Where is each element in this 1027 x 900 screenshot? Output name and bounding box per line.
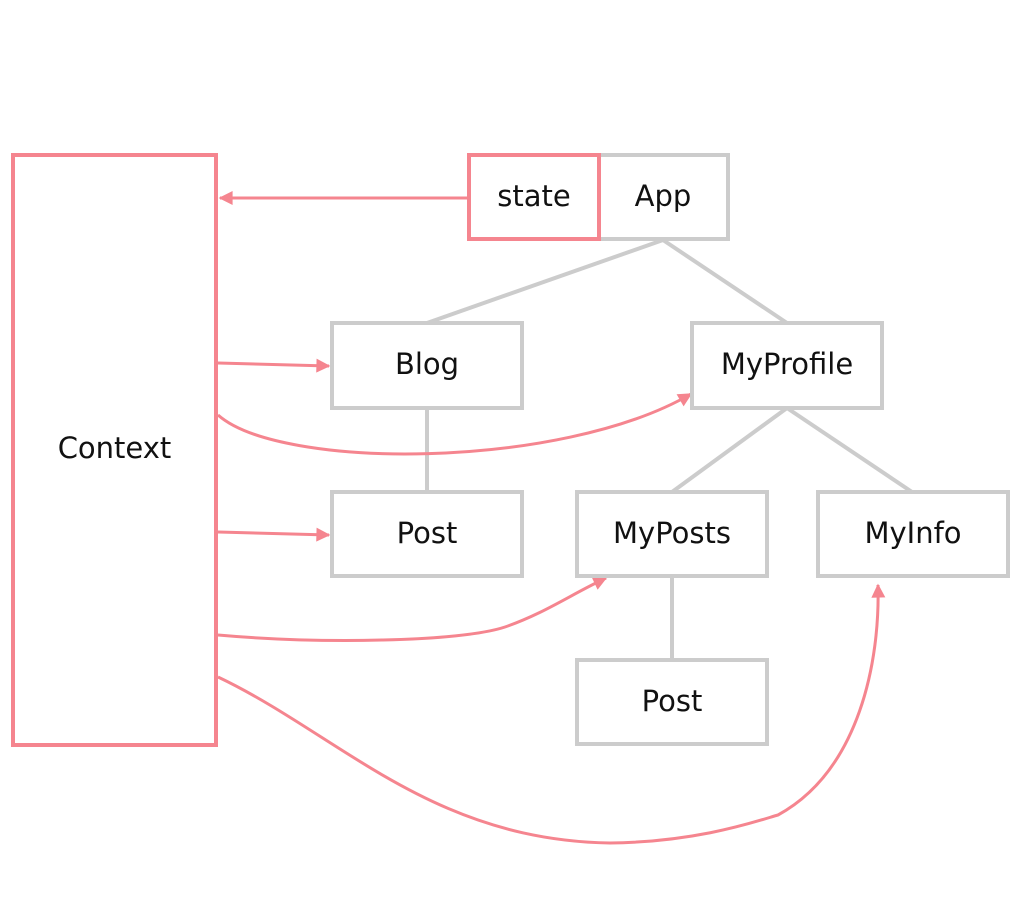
edge-app-myprofile xyxy=(661,238,789,325)
myprofile-node: MyProfile xyxy=(690,321,884,410)
context-label: Context xyxy=(58,431,172,465)
myposts-label: MyPosts xyxy=(613,516,731,550)
state-node: state xyxy=(467,153,601,241)
myposts-post-label: Post xyxy=(642,684,703,718)
blog-node: Blog xyxy=(330,321,524,410)
app-node: App xyxy=(596,153,730,241)
blog-post-label: Post xyxy=(397,516,458,550)
arrow-context-to-myposts xyxy=(217,576,608,642)
app-label: App xyxy=(635,179,692,213)
arrow-context-to-myprofile xyxy=(217,392,693,456)
context-node: Context xyxy=(11,153,218,747)
context-arrows xyxy=(217,191,886,845)
state-label: state xyxy=(497,179,570,213)
edge-myprofile-myposts xyxy=(670,406,789,494)
myposts-node: MyPosts xyxy=(575,490,769,578)
myprofile-label: MyProfile xyxy=(721,347,853,381)
arrow-context-to-myinfo xyxy=(217,583,886,845)
tree-edges xyxy=(425,238,914,660)
arrow-context-to-blog xyxy=(217,358,331,373)
edge-app-blog xyxy=(426,238,664,325)
arrow-context-to-post xyxy=(217,527,331,542)
blog-post-node: Post xyxy=(330,490,524,578)
myinfo-label: MyInfo xyxy=(864,516,961,550)
edge-myprofile-myinfo xyxy=(785,406,914,494)
blog-label: Blog xyxy=(395,347,459,381)
myposts-post-node: Post xyxy=(575,658,769,746)
myinfo-node: MyInfo xyxy=(816,490,1010,578)
